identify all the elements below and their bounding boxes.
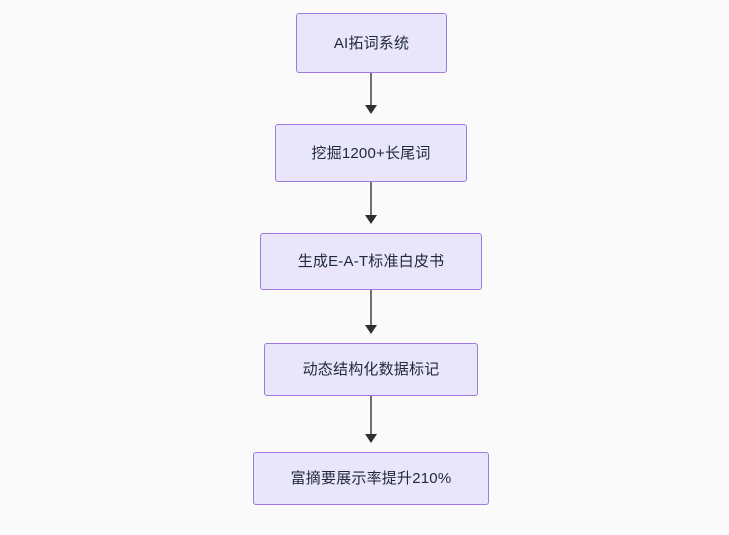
- node-label: 动态结构化数据标记: [302, 361, 440, 378]
- node-label: 挖掘1200+长尾词: [311, 144, 431, 162]
- arrowhead-icon: [365, 325, 377, 334]
- arrowhead-icon: [365, 215, 377, 224]
- arrowhead-icon: [365, 105, 377, 114]
- flowchart-node-longtail-keywords[interactable]: 挖掘1200+长尾词: [275, 124, 467, 182]
- edge-line: [370, 290, 372, 325]
- flowchart-node-eat-whitepaper[interactable]: 生成E-A-T标准白皮书: [260, 233, 482, 290]
- flowchart-node-structured-data-markup[interactable]: 动态结构化数据标记: [264, 343, 478, 396]
- flowchart-node-ai-keyword-system[interactable]: AI拓词系统: [296, 13, 447, 73]
- arrowhead-icon: [365, 434, 377, 443]
- edge-line: [370, 396, 372, 434]
- edge-line: [370, 73, 372, 105]
- flowchart-node-rich-snippet-result[interactable]: 富摘要展示率提升210%: [253, 452, 489, 505]
- node-label: 生成E-A-T标准白皮书: [297, 253, 445, 270]
- edge-line: [370, 182, 372, 215]
- node-label: 富摘要展示率提升210%: [290, 470, 452, 487]
- node-label: AI拓词系统: [333, 34, 410, 52]
